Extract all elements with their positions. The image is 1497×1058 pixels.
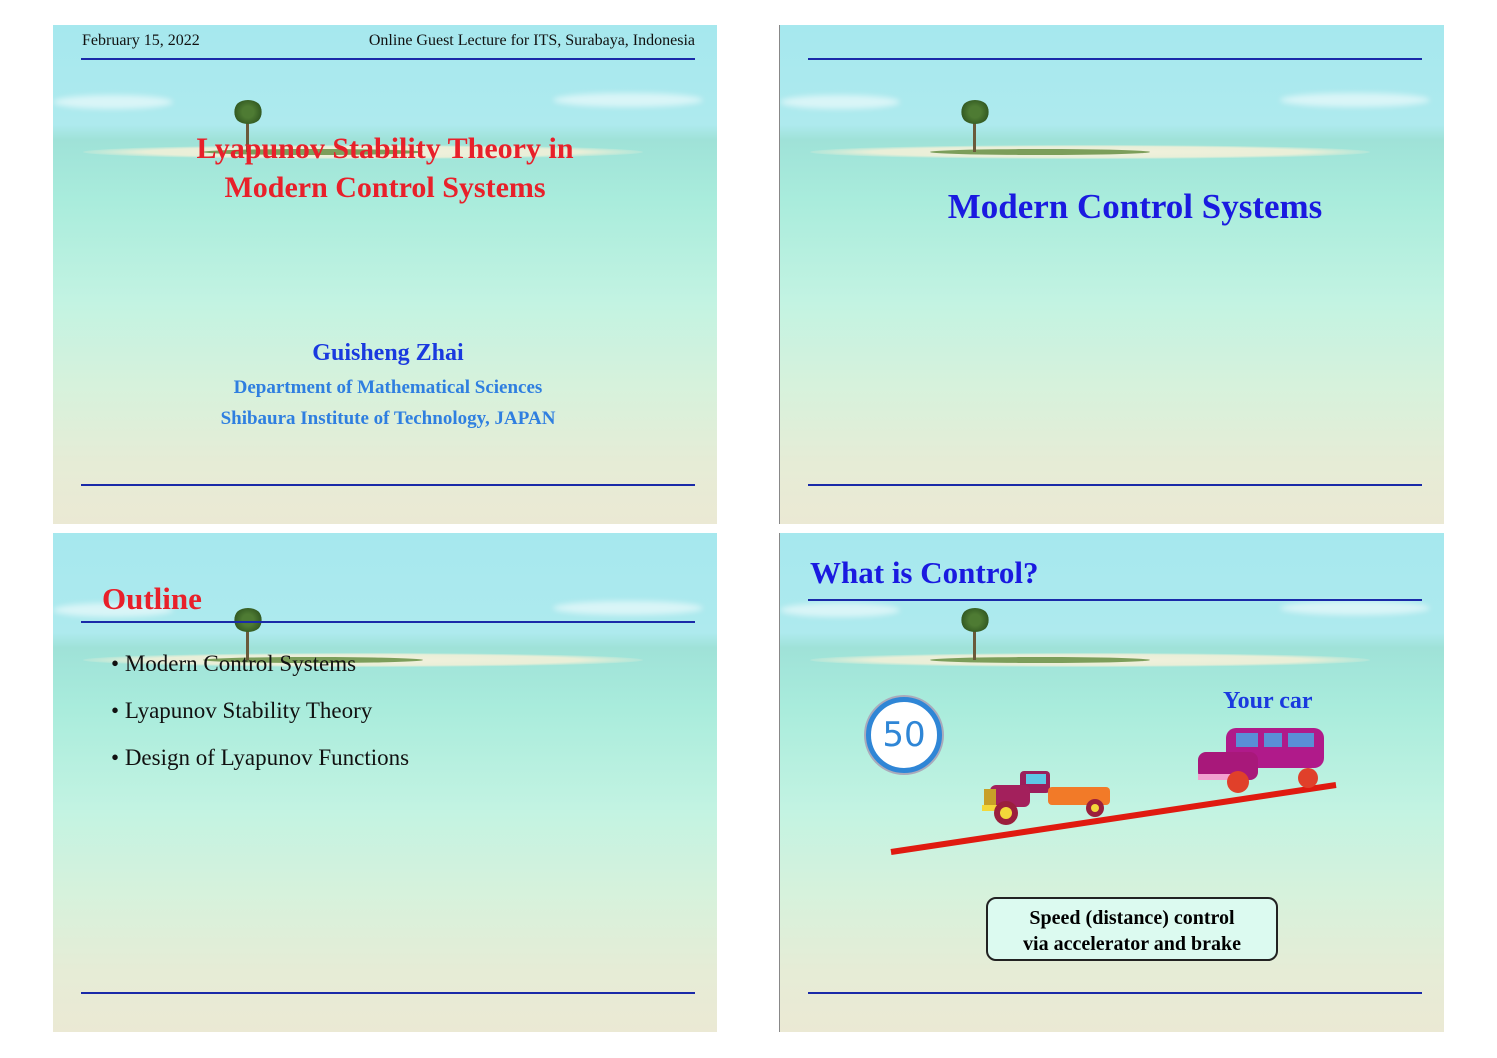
palm-tree-image xyxy=(246,120,249,152)
car-icon xyxy=(1198,728,1324,793)
truck-icon xyxy=(982,771,1110,825)
title-line-1: Lyapunov Stability Theory in xyxy=(196,132,574,165)
header-rule xyxy=(81,58,695,60)
outline-item: • Modern Control Systems xyxy=(111,651,357,676)
section-title: Modern Control Systems xyxy=(947,187,1323,226)
header-rule xyxy=(81,621,695,623)
your-car-label: Your car xyxy=(1223,688,1313,714)
outline-item-text: Lyapunov Stability Theory xyxy=(124,698,373,723)
department: Department of Mathematical Sciences xyxy=(233,377,543,398)
caption-box: Speed (distance) control via accelerator… xyxy=(986,897,1278,961)
caption-line-1: Speed (distance) control xyxy=(1029,907,1235,929)
header-date: February 15, 2022 xyxy=(82,32,200,49)
header-event: Online Guest Lecture for ITS, Surabaya, … xyxy=(368,32,695,49)
institute: Shibaura Institute of Technology, JAPAN xyxy=(220,408,556,429)
slide-what-is-control: What is Control? 50 Your car Speed (dist… xyxy=(779,533,1444,1032)
slide-title-text: Lyapunov Stability Theory in Modern Cont… xyxy=(53,129,717,207)
header-rule xyxy=(808,599,1422,601)
outline-item-text: Modern Control Systems xyxy=(124,651,357,676)
slide-title: February 15, 2022 Online Guest Lecture f… xyxy=(53,25,717,524)
slide-section-modern-control: Modern Control Systems xyxy=(779,25,1444,524)
outline-item-text: Design of Lyapunov Functions xyxy=(124,745,410,770)
author-name: Guisheng Zhai xyxy=(312,340,464,366)
road-scene xyxy=(890,728,1337,855)
slide-outline: Outline • Modern Control Systems • Lyapu… xyxy=(53,533,717,1032)
palm-tree-image xyxy=(246,628,249,660)
caption-line-2: via accelerator and brake xyxy=(1023,933,1241,955)
outline-item: • Design of Lyapunov Functions xyxy=(111,745,410,770)
road-line xyxy=(890,782,1337,855)
header-rule xyxy=(808,58,1422,60)
footer-rule xyxy=(81,484,695,486)
palm-tree-image xyxy=(973,120,976,152)
footer-rule xyxy=(808,484,1422,486)
title-line-2: Modern Control Systems xyxy=(224,171,546,204)
outline-title: Outline xyxy=(102,581,202,616)
footer-rule xyxy=(808,992,1422,994)
slide-title: What is Control? xyxy=(810,555,1039,590)
footer-rule xyxy=(81,992,695,994)
speed-limit-sign: 50 xyxy=(866,697,942,773)
outline-item: • Lyapunov Stability Theory xyxy=(111,698,373,723)
palm-tree-image xyxy=(973,628,976,660)
